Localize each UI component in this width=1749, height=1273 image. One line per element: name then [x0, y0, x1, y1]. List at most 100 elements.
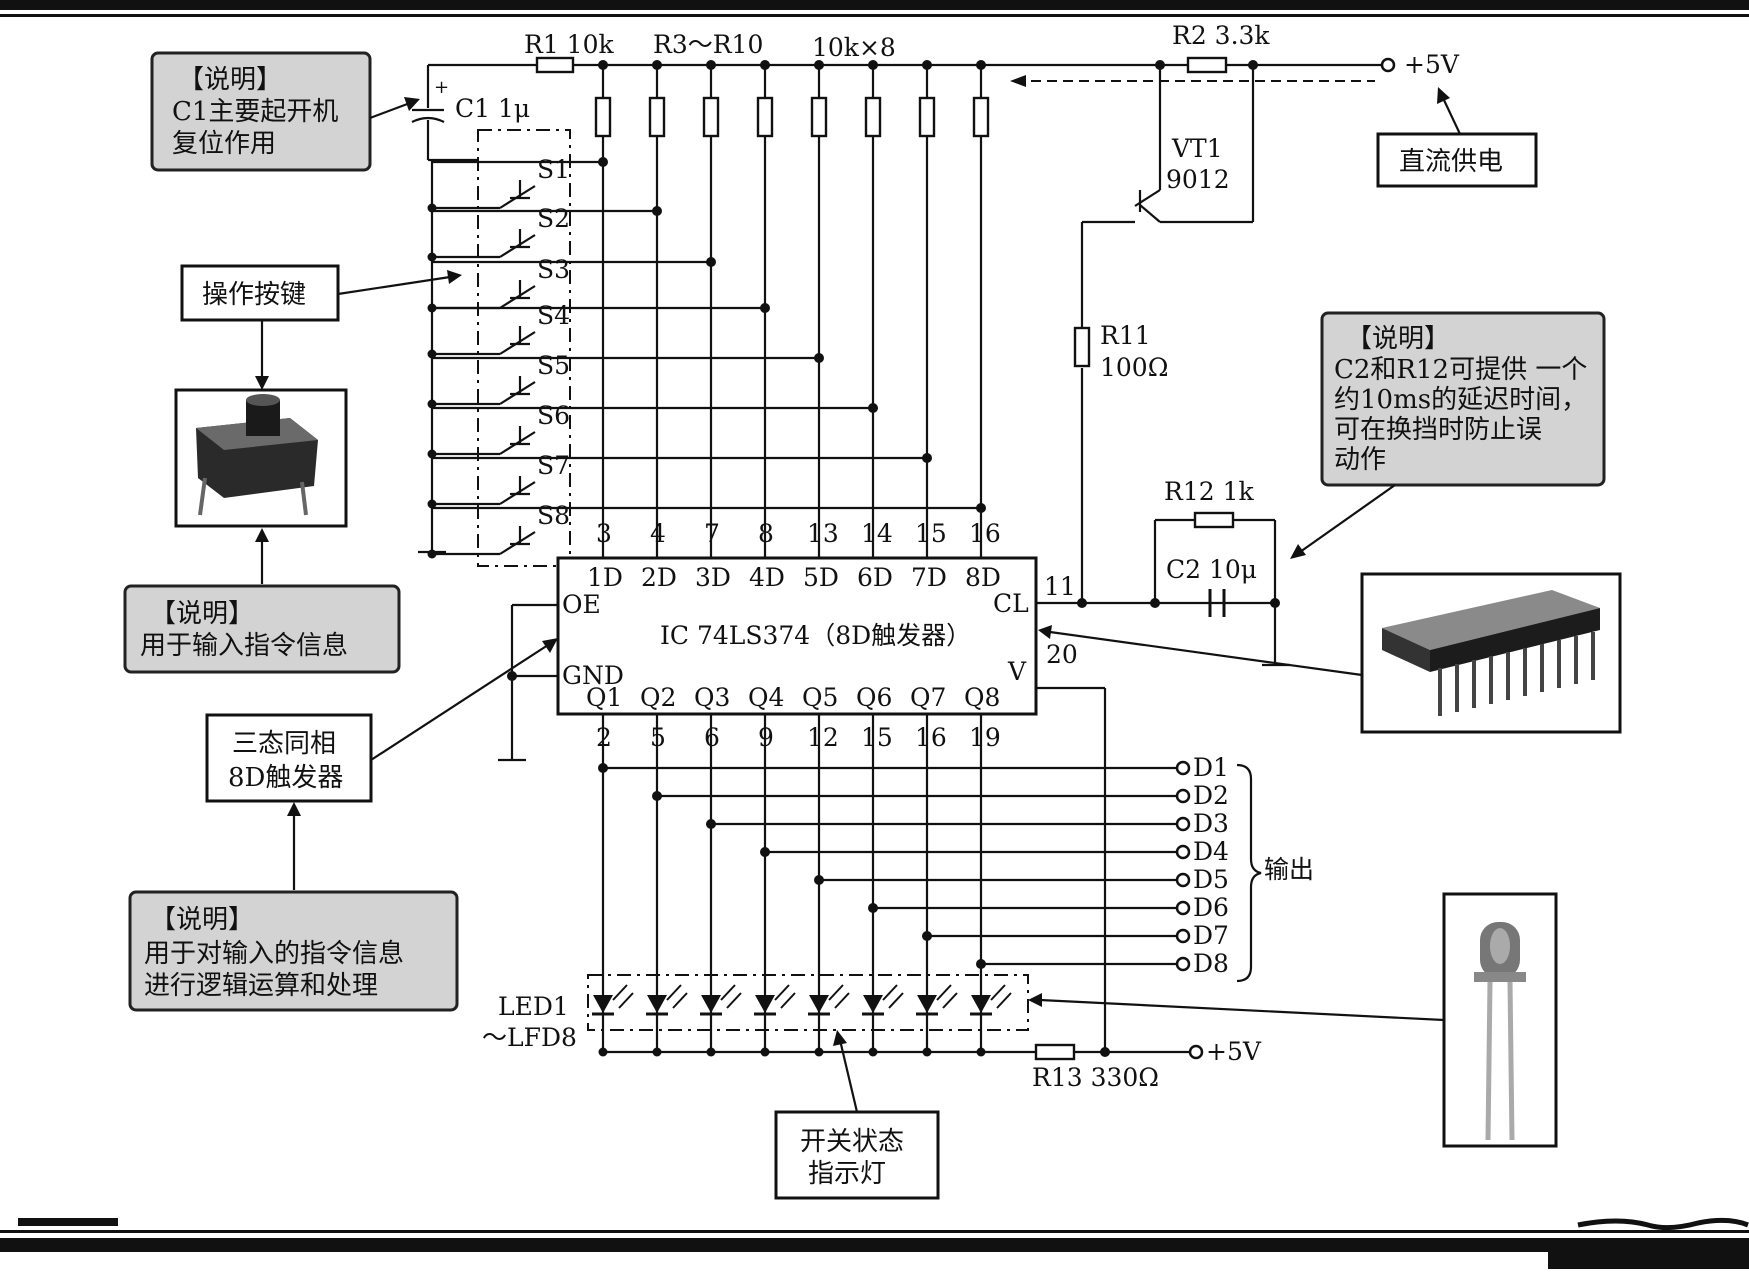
- led-ray: [888, 992, 904, 1009]
- output-label: D8: [1193, 949, 1229, 978]
- d-input-label: 3D: [695, 563, 731, 592]
- note-ic-head: 【说明】: [150, 905, 254, 935]
- top-frame-bar: [0, 0, 1749, 10]
- note-keys-head: 【说明】: [150, 599, 254, 629]
- output-label: D1: [1193, 753, 1229, 782]
- led-ray: [666, 984, 682, 1001]
- output-label: D3: [1193, 809, 1229, 838]
- q-output-label: Q3: [694, 683, 730, 712]
- led-ray: [990, 984, 1006, 1001]
- bottom-frame-bar: [0, 1238, 1749, 1252]
- pin-20-label: 20: [1046, 640, 1078, 669]
- led-ray: [726, 992, 742, 1009]
- r11-label: R11: [1100, 321, 1151, 350]
- switch-label: S6: [537, 401, 570, 430]
- tristate-line1: 三态同相: [232, 729, 336, 759]
- q-output-label: Q4: [748, 683, 784, 712]
- d-input-label: 6D: [857, 563, 893, 592]
- resistor-r13: [1034, 1043, 1076, 1061]
- bottom-right-scribble: [1577, 1217, 1749, 1231]
- d-input-label: 4D: [749, 563, 785, 592]
- resistor-r12: [1193, 511, 1235, 529]
- pullup-resistor: [756, 96, 774, 138]
- output-terminal: [1175, 844, 1191, 860]
- note-c1-head: 【说明】: [178, 65, 282, 95]
- output-terminal: [1175, 788, 1191, 804]
- q-pin-number: 16: [915, 723, 947, 752]
- led-ray: [936, 984, 952, 1001]
- led-range-label-2: ～LFD8: [482, 1023, 577, 1052]
- note-c1-box: [150, 51, 372, 172]
- led-ray: [996, 992, 1012, 1009]
- resistor-array-label: 10k×8: [812, 33, 896, 62]
- d-pin-number: 3: [596, 519, 612, 548]
- pullup-resistor: [648, 96, 666, 138]
- led-ray: [672, 992, 688, 1009]
- note-c2-head: 【说明】: [1346, 324, 1450, 354]
- note-keys-box: [123, 584, 401, 674]
- d-pin-number: 14: [861, 519, 893, 548]
- vcc-top-label: +5V: [1404, 50, 1460, 79]
- switch-node: [868, 403, 878, 413]
- switch-label: S7: [537, 451, 570, 480]
- led-ray: [780, 992, 796, 1009]
- switch-node: [760, 303, 770, 313]
- output-label: D7: [1193, 921, 1229, 950]
- led-ray: [882, 984, 898, 1001]
- led-diode: [701, 995, 721, 1013]
- led-ray: [942, 992, 958, 1009]
- led-ray: [618, 992, 634, 1009]
- pullup-resistor: [810, 96, 828, 138]
- ic-chip-photo: [1360, 572, 1622, 734]
- r12-label: R12 1k: [1164, 477, 1254, 506]
- note-c2-line4: 动作: [1334, 445, 1386, 475]
- vcc-bottom-label: +5V: [1206, 1037, 1262, 1066]
- capacitor-c1: +: [411, 65, 449, 160]
- pin-v-label: V: [1007, 657, 1027, 686]
- tristate-line2: 8D触发器: [228, 763, 343, 793]
- pullup-resistor: [972, 96, 990, 138]
- d-pin-number: 16: [969, 519, 1001, 548]
- q-pin-number: 19: [969, 723, 1001, 752]
- pin-11-label: 11: [1044, 572, 1076, 601]
- capacitor-c2: [1208, 589, 1226, 617]
- switch-node: [652, 206, 662, 216]
- q-output-label: Q1: [586, 683, 622, 712]
- output-terminal: [1175, 928, 1191, 944]
- note-c2-line2: 约10ms的延迟时间，: [1334, 385, 1587, 415]
- resistor-r11: [1073, 326, 1091, 368]
- led-diode: [647, 995, 667, 1013]
- led-rail-node: [760, 1047, 770, 1057]
- d-pin-number: 7: [704, 519, 720, 548]
- led-ray: [720, 984, 736, 1001]
- led-status-box: [774, 1110, 940, 1200]
- led-rail-node: [652, 1047, 662, 1057]
- switch-label: S5: [537, 351, 570, 380]
- bottom-frame-line: [0, 1230, 1749, 1233]
- q-output-label: Q6: [856, 683, 892, 712]
- r3-r10-label: R3～R10: [653, 30, 763, 59]
- svg-text:+: +: [434, 77, 449, 98]
- output-terminal: [1175, 816, 1191, 832]
- pullup-resistor: [702, 96, 720, 138]
- output-terminal: [1175, 956, 1191, 972]
- ic-title: IC 74LS374（8D触发器）: [660, 621, 971, 650]
- r2-label: R2 3.3k: [1172, 21, 1270, 50]
- tristate-label-box: [205, 713, 373, 803]
- led-group-outline: [587, 974, 1029, 1031]
- led-diode: [863, 995, 883, 1013]
- r1-label: R1 10k: [524, 30, 614, 59]
- output-terminal: [1175, 760, 1191, 776]
- led-status-line1: 开关状态: [800, 1127, 904, 1157]
- d-pin-number: 13: [807, 519, 839, 548]
- led-ray: [612, 984, 628, 1001]
- note-keys-line1: 用于输入指令信息: [140, 631, 348, 661]
- c2-label: C2 10μ: [1166, 555, 1257, 584]
- led-diode: [755, 995, 775, 1013]
- switch-label: S4: [537, 301, 570, 330]
- channel-layer: S131DQ12D1S242DQ25D2S373DQ36D3S484DQ49D4…: [427, 60, 1229, 1057]
- note-c2-line3: 可在换挡时防止误: [1334, 415, 1542, 445]
- pin-gnd-label: GND: [562, 661, 624, 690]
